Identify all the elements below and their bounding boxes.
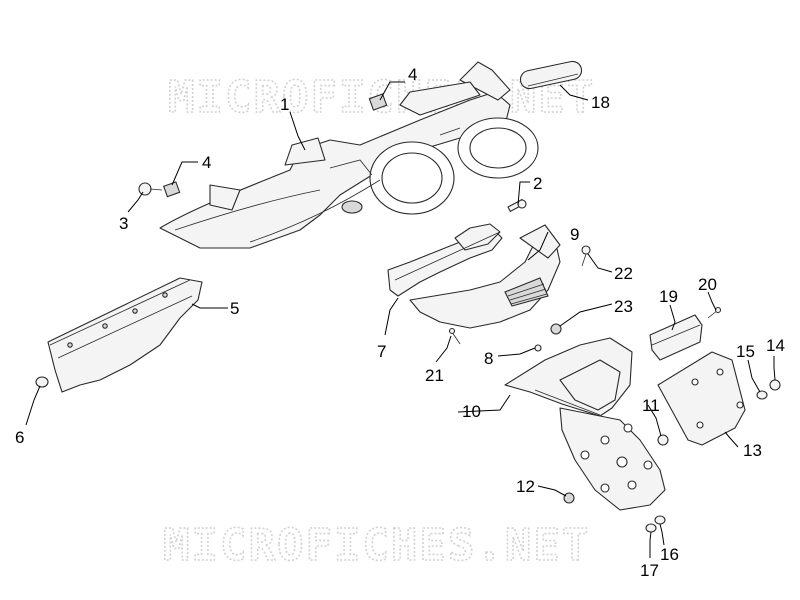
part-frame-cowling[interactable]	[159, 61, 539, 249]
callout-8: 8	[484, 349, 493, 368]
part-plate-holder[interactable]	[657, 351, 746, 446]
watermark-bottom: MICROFICHES.NET	[163, 520, 590, 571]
callout-17: 17	[640, 561, 659, 580]
part-washer-17[interactable]	[645, 523, 657, 533]
part-clip-lower[interactable]	[162, 181, 181, 198]
callout-19: 19	[659, 287, 678, 306]
part-rear-mudguard[interactable]	[504, 337, 666, 511]
part-screw-3[interactable]	[138, 182, 163, 196]
callout-14: 14	[766, 336, 785, 355]
part-screw-14[interactable]	[769, 379, 781, 391]
part-washer-16[interactable]	[654, 515, 666, 525]
part-seal-strip[interactable]	[519, 60, 583, 90]
callout-4-upper: 4	[408, 65, 417, 84]
callout-18: 18	[591, 93, 610, 112]
callout-3: 3	[119, 214, 128, 233]
leader-lines	[25, 81, 776, 558]
part-clip-upper[interactable]	[368, 93, 388, 111]
part-bolt-11[interactable]	[657, 434, 669, 446]
callout-labels: 1 2 3 4 4 5 6 7 8 9 10 11 12 13 14 15 16…	[15, 65, 785, 580]
callout-9: 9	[570, 225, 579, 244]
callout-7: 7	[377, 342, 386, 361]
callout-23: 23	[614, 297, 633, 316]
part-washer-6[interactable]	[35, 376, 49, 388]
callout-20: 20	[698, 275, 717, 294]
callout-4-lower: 4	[202, 153, 211, 172]
part-nut-12[interactable]	[563, 492, 575, 504]
callout-22: 22	[614, 264, 633, 283]
part-side-panel[interactable]	[47, 277, 203, 393]
callout-2: 2	[533, 174, 542, 193]
part-screw-21[interactable]	[448, 327, 461, 345]
callout-5: 5	[230, 299, 239, 318]
part-bracket-19[interactable]	[649, 314, 703, 361]
part-screw-2[interactable]	[507, 198, 527, 212]
part-washer-15[interactable]	[756, 390, 768, 400]
callout-6: 6	[15, 428, 24, 447]
part-inner-cover[interactable]	[409, 224, 561, 329]
callout-1: 1	[280, 95, 289, 114]
callout-21: 21	[425, 366, 444, 385]
part-screw-22[interactable]	[581, 245, 591, 267]
callout-15: 15	[736, 342, 755, 361]
callout-13: 13	[743, 441, 762, 460]
callout-10: 10	[462, 402, 481, 421]
part-screw-20[interactable]	[707, 306, 722, 319]
callout-11: 11	[642, 396, 660, 415]
callout-12: 12	[516, 477, 535, 496]
part-bracket-frame[interactable]	[387, 223, 503, 297]
part-screw-8[interactable]	[534, 344, 542, 352]
callout-16: 16	[660, 545, 679, 564]
part-nut-23[interactable]	[550, 323, 562, 335]
